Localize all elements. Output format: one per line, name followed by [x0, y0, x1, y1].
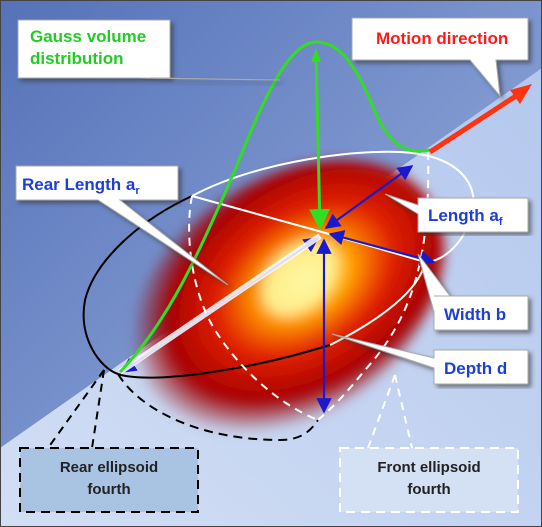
- front-fourth-callout: [339, 374, 519, 513]
- rear-length-callout: [15, 165, 229, 286]
- gauss-curve: [118, 40, 431, 374]
- rear-length-label: Rear Length ar: [22, 175, 140, 197]
- motion-callout: [351, 17, 529, 98]
- gauss-label-line2: distribution: [30, 49, 123, 68]
- length-f-callout: [384, 193, 529, 233]
- width-callout: [417, 253, 529, 331]
- rear-fourth-label-line2: fourth: [87, 481, 130, 498]
- depth-label: Depth d: [444, 359, 507, 378]
- front-fourth-label-line1: Front ellipsoid: [377, 459, 480, 476]
- length-f-label: Length af: [428, 206, 503, 228]
- front-length-arrow: [324, 165, 414, 229]
- front-fourth-label-line2: fourth: [407, 481, 450, 498]
- width-label: Width b: [444, 305, 506, 324]
- depth-callout: [331, 333, 529, 385]
- gauss-label-line1: Gauss volume: [30, 27, 146, 46]
- motion-label: Motion direction: [376, 29, 508, 48]
- width-arrow: [328, 230, 436, 266]
- motion-arrow: [428, 84, 532, 155]
- rear-fourth-callout: [19, 369, 199, 513]
- gauss-callout: [17, 19, 281, 81]
- rear-fourth-label-line1: Rear ellipsoid: [60, 459, 158, 476]
- central-axis: [118, 233, 322, 375]
